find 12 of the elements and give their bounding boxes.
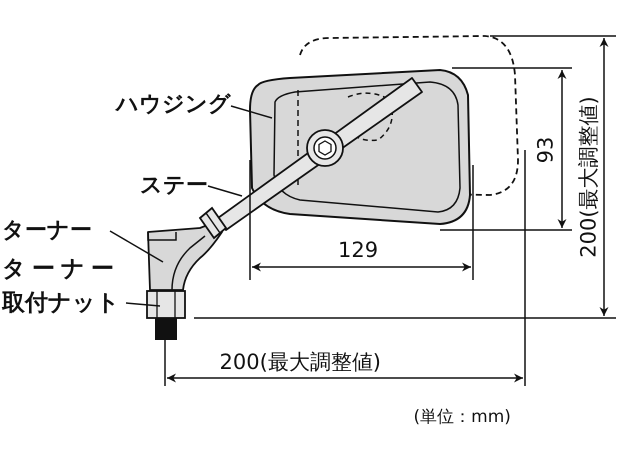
leader-line xyxy=(126,302,160,307)
leader-line xyxy=(208,185,242,197)
part-label: ステー xyxy=(140,173,208,199)
dimension-label: 200(最大調整値) xyxy=(220,350,381,374)
turner-drawing xyxy=(147,206,228,291)
part-label: ターナー取付ナット xyxy=(2,252,120,320)
leader-line xyxy=(230,105,272,119)
dimension-label: 200(最大調整値) xyxy=(576,96,600,258)
leader-line xyxy=(110,230,164,263)
nut-drawing xyxy=(146,290,186,340)
part-label: ハウジング xyxy=(116,92,231,118)
part-label: ターナー xyxy=(2,218,92,244)
